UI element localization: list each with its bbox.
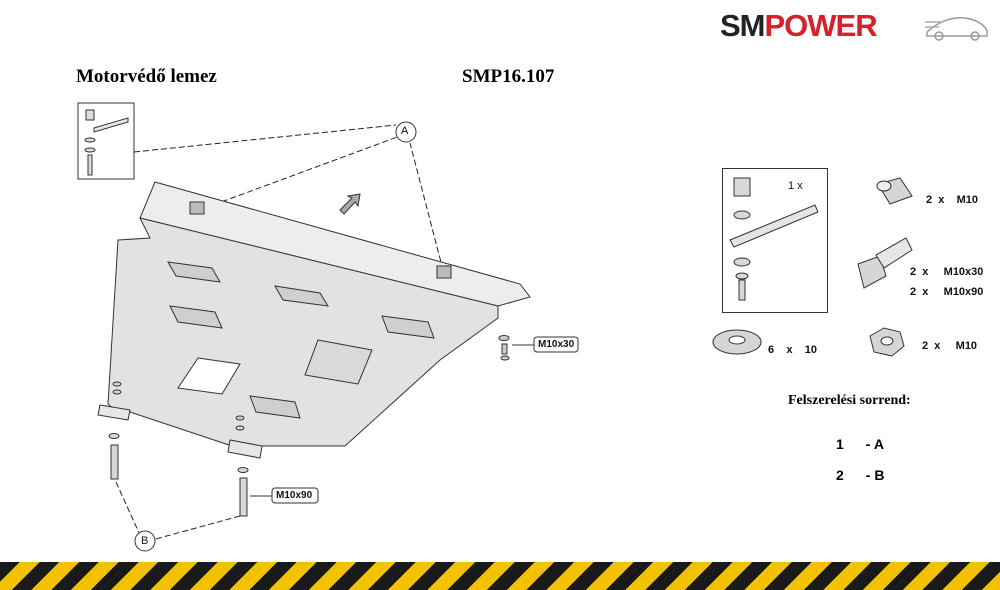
washer-icon bbox=[712, 329, 762, 355]
brand-logo: SMPOWER bbox=[720, 8, 990, 46]
car-silhouette-icon bbox=[925, 17, 988, 41]
plate-cutout bbox=[177, 357, 241, 395]
rivet-nut-markers bbox=[189, 201, 452, 279]
callout-m10x30-label: M10x30 bbox=[538, 339, 575, 350]
product-code: SMP16.107 bbox=[462, 66, 555, 87]
bolt-m10x90-spec: 2 x M10x90 bbox=[910, 286, 984, 298]
sequence-title: Felszerelési sorrend: bbox=[788, 393, 911, 408]
callout-m10x90-box bbox=[271, 487, 319, 504]
hex-nut-icon bbox=[869, 327, 905, 357]
direction-arrow-icon bbox=[339, 193, 361, 215]
hex-nut-spec: 2 x M10 bbox=[922, 340, 978, 352]
inspection-hatch bbox=[304, 339, 373, 385]
plate-flange bbox=[139, 181, 531, 307]
bolt-icon bbox=[857, 237, 913, 289]
front-bolts bbox=[108, 381, 249, 517]
leader-lines-a bbox=[133, 124, 444, 271]
washer-spec: 6 x 10 bbox=[768, 344, 817, 356]
hazard-stripe bbox=[0, 562, 1000, 590]
rivet-nut-icon bbox=[876, 177, 913, 205]
callout-a-label: A bbox=[401, 125, 409, 137]
mounting-tabs bbox=[97, 404, 263, 459]
logo-text-power: POWER bbox=[764, 8, 878, 43]
skid-plate-diagram bbox=[77, 102, 913, 552]
side-bolt bbox=[498, 335, 510, 361]
callout-a-circle bbox=[395, 121, 417, 143]
logo-text-sm: SM bbox=[720, 8, 765, 43]
parts-kit-box bbox=[722, 168, 828, 313]
kit-box-parts bbox=[729, 177, 819, 301]
bolt-m10x30-spec: 2 x M10x30 bbox=[910, 266, 984, 278]
callout-b-label: B bbox=[141, 535, 149, 547]
vent-slots bbox=[167, 261, 435, 419]
callout-m10x90-label: M10x90 bbox=[276, 490, 313, 501]
sequence-step-1: 1- A bbox=[836, 436, 884, 452]
sequence-step-2: 2- B bbox=[836, 467, 885, 483]
leader-lines-b bbox=[115, 481, 241, 541]
kit-box-qty: 1 x bbox=[788, 180, 803, 192]
rivet-nut-spec: 2 x M10 bbox=[926, 194, 979, 206]
detail-inset bbox=[77, 102, 135, 180]
callout-m10x30-box bbox=[533, 336, 579, 353]
page-title: Motorvédő lemez bbox=[76, 66, 217, 87]
callout-b-circle bbox=[134, 530, 156, 552]
